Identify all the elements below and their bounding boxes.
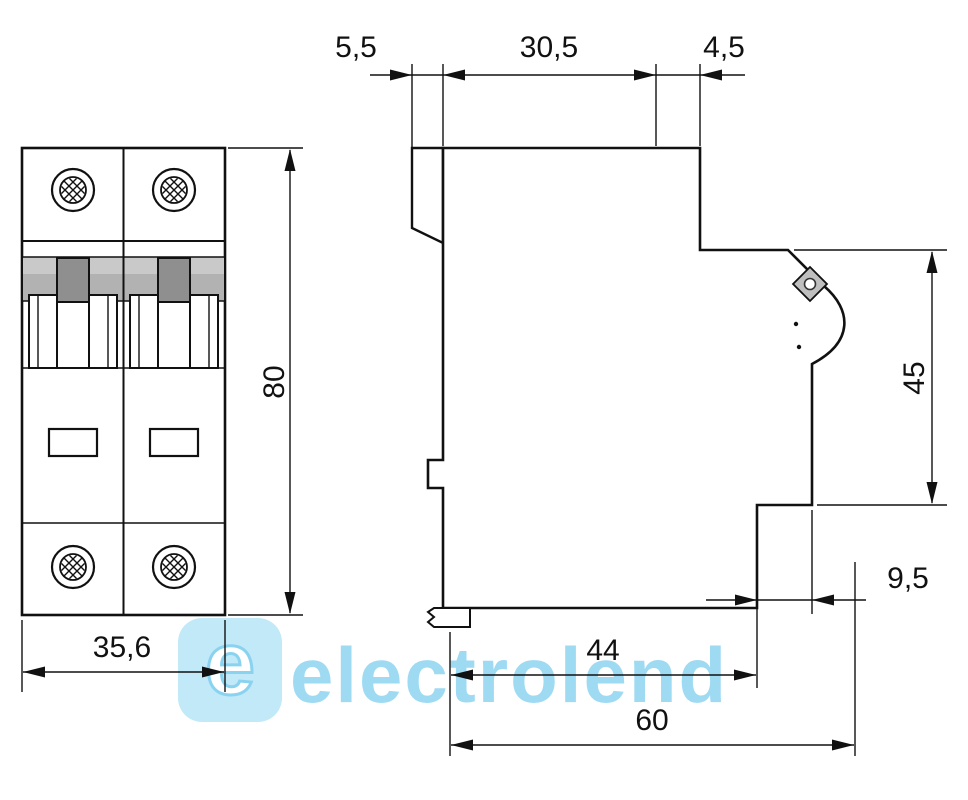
watermark-logo: e <box>178 618 282 722</box>
dimension-arrows <box>451 669 756 681</box>
pole2-toggle-handle <box>157 257 191 303</box>
dimension-offset <box>706 510 866 688</box>
side-view-profile <box>426 146 846 610</box>
dim-top-body-label: 30,5 <box>520 31 578 64</box>
dimension-arrows <box>735 594 834 606</box>
dimension-depth-44 <box>449 632 756 756</box>
front-view <box>20 146 227 617</box>
rivet-dot <box>793 321 799 327</box>
dim-depth-44-label: 44 <box>586 634 619 667</box>
dimension-arrows <box>284 149 296 614</box>
dimension-top-depths <box>370 64 745 147</box>
pole2-switch <box>129 257 219 369</box>
dimension-face-height <box>794 249 947 506</box>
screw-head-icon <box>151 544 197 590</box>
side-terminal-screw-circle <box>803 277 817 291</box>
dimension-width <box>21 620 226 692</box>
dimension-height <box>228 147 303 616</box>
dim-top-front-label: 4,5 <box>703 31 745 64</box>
pole1-label-window <box>47 427 99 458</box>
watermark-logo-letter: e <box>203 614 256 714</box>
dimension-arrows <box>390 69 722 81</box>
din-clip-foot <box>426 607 471 628</box>
screw-head-icon <box>151 167 197 213</box>
dimension-arrows <box>23 666 224 678</box>
screw-head-icon <box>50 167 96 213</box>
dim-width-label: 35,6 <box>93 631 151 664</box>
pole2-label-window <box>148 427 200 458</box>
side-view <box>410 146 846 628</box>
dimension-arrows <box>451 739 854 751</box>
screw-head-icon <box>50 544 96 590</box>
side-view-back-sliver <box>410 146 445 245</box>
dim-height-label: 80 <box>258 365 291 398</box>
dim-face-height-label: 45 <box>898 361 931 394</box>
pole1-toggle-handle <box>56 257 90 303</box>
dimension-arrows <box>926 251 938 504</box>
pole1-switch <box>28 257 118 369</box>
dim-top-back-label: 5,5 <box>335 31 377 64</box>
rivet-dot <box>796 344 802 350</box>
dim-offset-label: 9,5 <box>887 562 929 595</box>
dimension-depth-60 <box>451 562 856 756</box>
dim-depth-60-label: 60 <box>635 704 668 737</box>
